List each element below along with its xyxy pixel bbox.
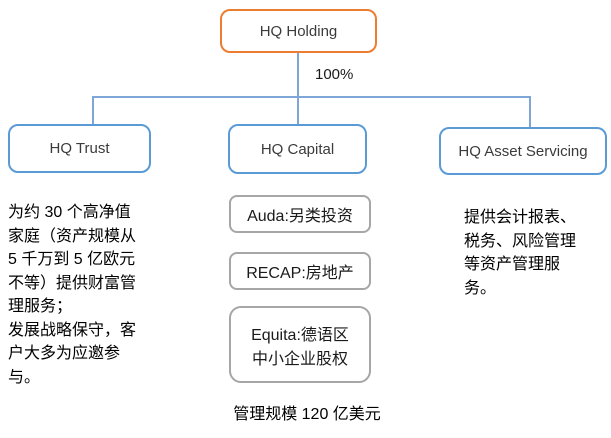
- org-node-hq-asset-servicing: HQ Asset Servicing: [439, 127, 607, 175]
- org-node-hq-trust: HQ Trust: [8, 124, 151, 173]
- org-node-hq-capital-label: HQ Capital: [260, 140, 335, 158]
- hq-asset-servicing-description: 提供会计报表、 税务、风险管理 等资产管理服 务。: [464, 209, 577, 297]
- ownership-label: 100%: [315, 66, 354, 83]
- connector-asset-vertical: [529, 96, 531, 129]
- product-node-recap-label: RECAP:房地产: [246, 265, 354, 282]
- org-node-hq-capital: HQ Capital: [228, 124, 367, 174]
- connector-root-vertical: [297, 53, 299, 124]
- product-node-auda: Auda:另类投资: [229, 195, 371, 233]
- product-node-auda-label: Auda:另类投资: [247, 208, 353, 225]
- connector-trust-vertical: [92, 96, 94, 124]
- connector-horizontal: [92, 96, 531, 98]
- product-node-equita-label: Equita:德语区 中小企业股权: [251, 326, 349, 368]
- org-node-hq-trust-label: HQ Trust: [49, 140, 110, 157]
- hq-trust-description: 为约 30 个高净值 家庭（资产规模从 5 千万到 5 亿欧元 不等）提供财富管…: [8, 204, 137, 386]
- org-node-hq-holding: HQ Holding: [220, 9, 377, 53]
- product-node-equita: Equita:德语区 中小企业股权: [229, 306, 371, 383]
- hq-capital-aum-caption: 管理规模 120 亿美元: [233, 406, 381, 423]
- org-node-hq-asset-servicing-label: HQ Asset Servicing: [458, 142, 588, 160]
- product-node-recap: RECAP:房地产: [229, 252, 371, 290]
- org-node-hq-holding-label: HQ Holding: [259, 22, 338, 40]
